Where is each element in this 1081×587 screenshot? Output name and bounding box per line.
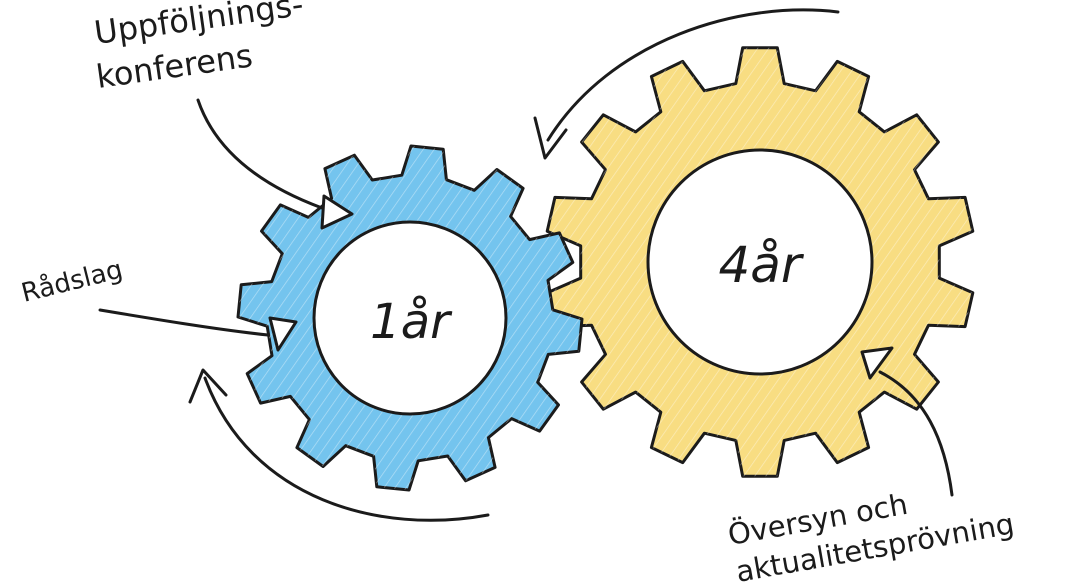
followup-arrow-line: [196, 98, 324, 210]
followup-arrow: [196, 98, 354, 230]
large-gear-hub: [646, 148, 874, 376]
review-arrow-line: [878, 370, 954, 497]
bottom-rotation-arrow-line: [203, 376, 490, 522]
followup-arrow-head: [320, 194, 354, 230]
large-gear: 4år: [545, 46, 975, 478]
radslag-arrow: [98, 308, 298, 352]
large-gear-label: 4år: [718, 236, 804, 294]
radslag-arrow-head: [268, 316, 298, 352]
small-gear-hub: [312, 220, 508, 416]
review-arrow-head: [860, 346, 894, 380]
small-gear: 1år: [236, 144, 584, 492]
radslag-label: Rådslag: [18, 254, 126, 309]
bottom-rotation-arrow: [188, 368, 490, 522]
top-rotation-arrow-head: [533, 116, 568, 160]
top-rotation-arrow-line: [546, 8, 840, 142]
radslag-arrow-line: [98, 308, 270, 337]
small-gear-label: 1år: [370, 294, 453, 350]
bottom-rotation-arrow-head: [188, 368, 228, 404]
review-arrow: [860, 346, 954, 497]
top-rotation-arrow: [533, 8, 840, 160]
